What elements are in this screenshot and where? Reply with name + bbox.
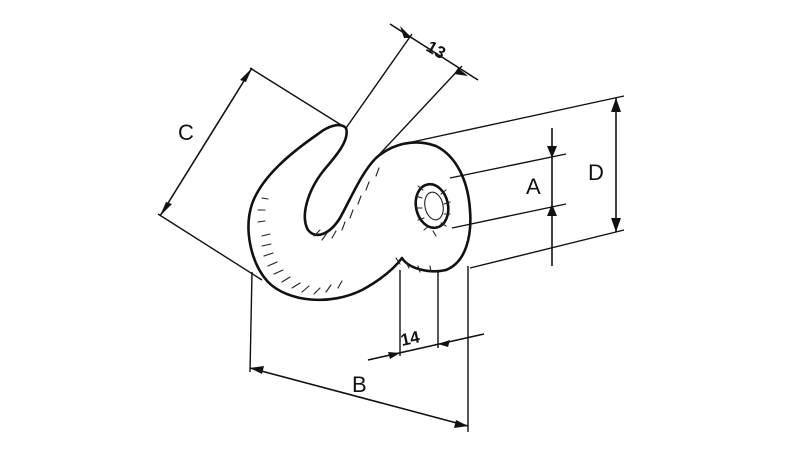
dim-c-label: C xyxy=(178,120,194,145)
eye-hole-inner xyxy=(424,191,444,221)
dim-14-label: 14 xyxy=(399,327,422,350)
eye-shading xyxy=(415,185,451,237)
neck-shading xyxy=(395,257,432,273)
dim-d: D xyxy=(411,95,625,269)
dim-c: C xyxy=(157,67,347,281)
dim-b: B xyxy=(249,266,469,432)
dim-a: A xyxy=(449,128,567,266)
throat-shading xyxy=(313,167,380,241)
dim-14: 14 xyxy=(367,270,485,361)
bowl-shading xyxy=(257,197,343,295)
dim-a-label: A xyxy=(526,174,541,199)
dim-d-label: D xyxy=(588,160,604,185)
hook-outline xyxy=(247,123,472,302)
hook-body xyxy=(247,123,472,302)
dim-b-label: B xyxy=(352,372,367,397)
dim-13: 13 xyxy=(345,23,479,159)
